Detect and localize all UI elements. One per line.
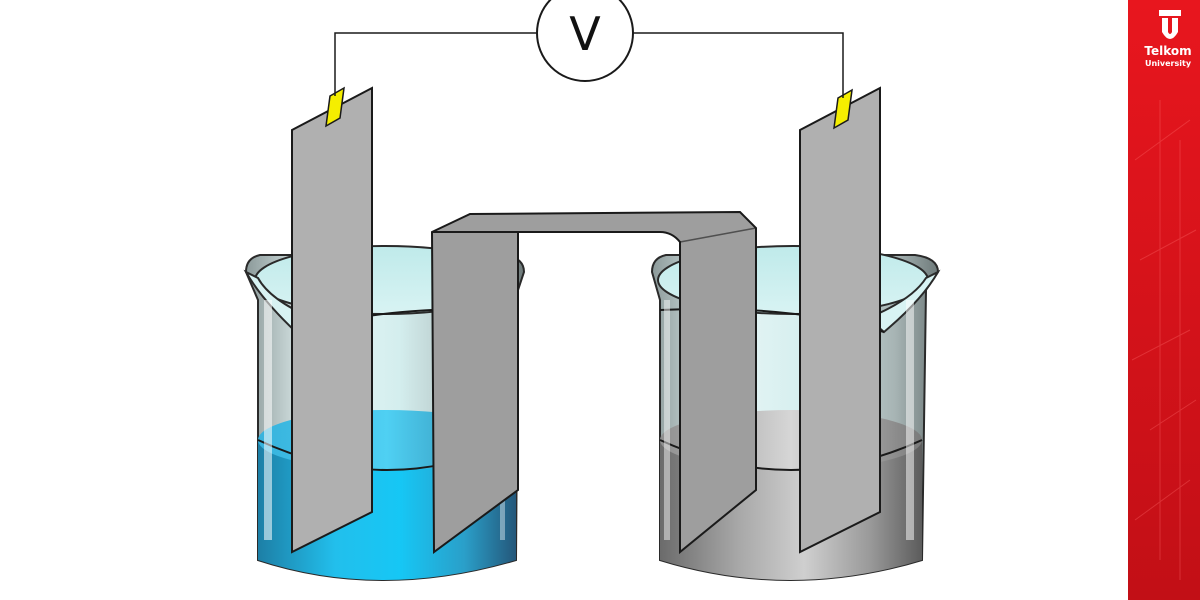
brand-name: Telkom bbox=[1144, 44, 1191, 58]
telkom-logo-icon bbox=[1159, 10, 1181, 39]
right-electrode bbox=[799, 86, 881, 554]
brand-subtitle: University bbox=[1145, 59, 1192, 68]
voltmeter-icon: V bbox=[536, 0, 634, 82]
right-terminal-clip-icon bbox=[833, 88, 853, 130]
voltmeter-label: V bbox=[569, 7, 601, 61]
salt-bridge bbox=[430, 210, 757, 555]
left-wire bbox=[334, 32, 537, 96]
branding-strip: Telkom University bbox=[1128, 0, 1200, 600]
left-terminal-clip-icon bbox=[325, 86, 345, 128]
left-electrode bbox=[291, 86, 373, 554]
external-circuit: V bbox=[334, 0, 844, 98]
right-wire bbox=[633, 32, 844, 98]
